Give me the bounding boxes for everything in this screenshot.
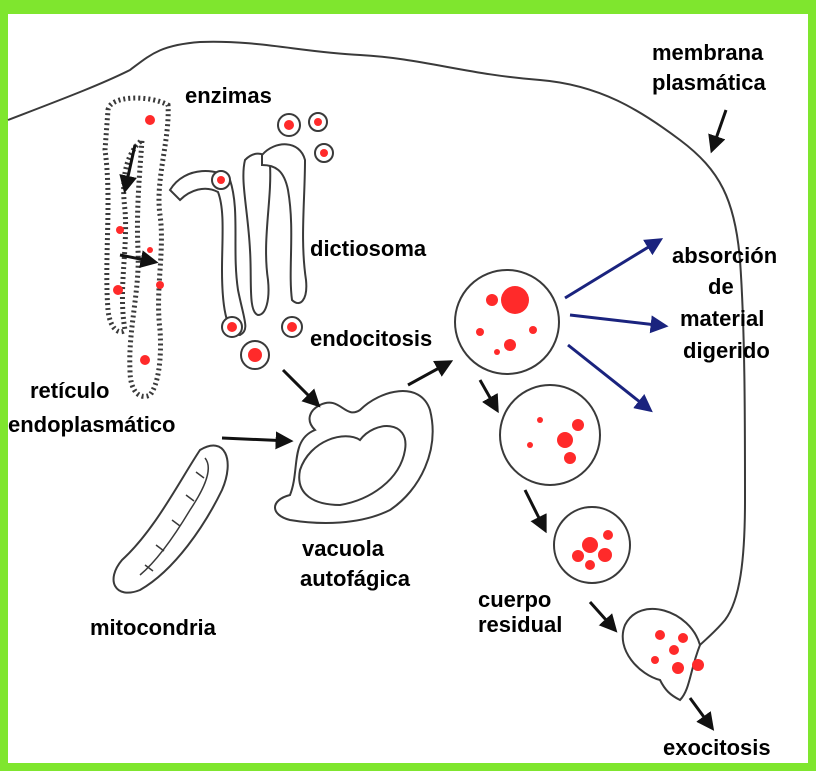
dictiosoma: [170, 144, 306, 335]
label-reticulo-1: retículo: [30, 378, 109, 403]
label-cuerpo-2: residual: [478, 612, 562, 637]
label-absorcion-4: digerido: [683, 338, 770, 363]
endoplasmic-reticulum: [105, 98, 168, 396]
label-reticulo-2: endoplasmático: [8, 412, 175, 437]
mitocondria: [114, 446, 228, 593]
exocitosis-vesicle: [623, 609, 704, 700]
cuerpo-residual: [554, 507, 630, 583]
label-membrana-2: plasmática: [652, 70, 766, 95]
label-exocitosis: exocitosis: [663, 735, 771, 760]
blue-arrow-icon: [565, 240, 665, 410]
label-dictiosoma: dictiosoma: [310, 236, 427, 261]
lisosoma-medio: [500, 385, 600, 485]
label-absorcion-1: absorción: [672, 243, 777, 268]
vacuola-autofagica: [275, 391, 433, 523]
lisosoma-secundario: [455, 270, 559, 374]
label-mitocondria: mitocondria: [90, 615, 217, 640]
label-absorcion-3: material: [680, 306, 764, 331]
label-membrana-1: membrana: [652, 40, 764, 65]
label-absorcion-2: de: [708, 274, 734, 299]
label-enzimas: enzimas: [185, 83, 272, 108]
label-endocitosis: endocitosis: [310, 326, 432, 351]
label-vacuola-2: autofágica: [300, 566, 411, 591]
label-vacuola-1: vacuola: [302, 536, 385, 561]
label-cuerpo-1: cuerpo: [478, 587, 551, 612]
